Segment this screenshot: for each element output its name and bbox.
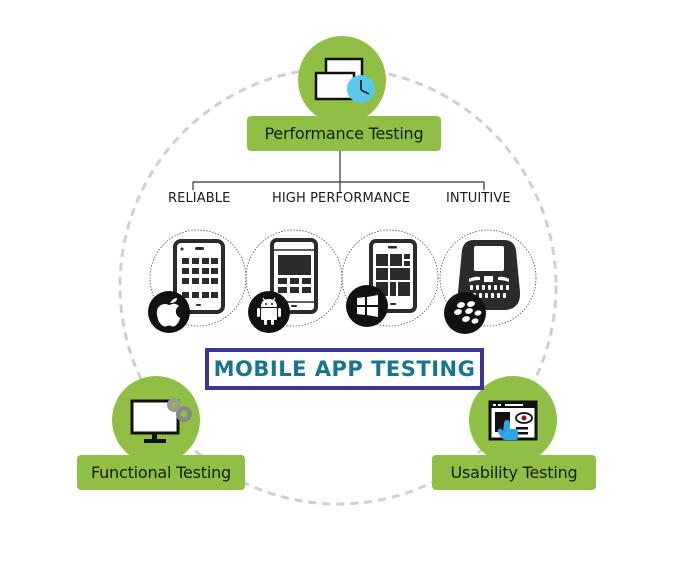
title-text: MOBILE APP TESTING [213,357,476,381]
mobile-app-testing-title: MOBILE APP TESTING [205,348,484,390]
platform-ring-blackberry [439,229,537,327]
windows-icon [346,285,388,327]
android-phone-icon [270,238,318,314]
browser-eye-touch-icon [488,400,538,441]
blackberry-icon [444,292,486,334]
usability-testing-label: Usability Testing [432,455,596,490]
iphone-icon [173,239,225,314]
performance-testing-label: Performance Testing [247,116,441,151]
monitor-gears-icon [130,398,192,443]
attribute-high-performance: HIGH PERFORMANCE [272,191,411,206]
attribute-connector [192,151,485,192]
blackberry-phone-icon [457,240,521,310]
platform-ring-windows [341,229,439,327]
functional-testing-label: Functional Testing [77,455,245,490]
android-icon [248,291,290,333]
devices-clock-icon [314,57,375,103]
attribute-intuitive: INTUITIVE [446,191,511,206]
apple-icon [148,291,190,333]
attribute-reliable: RELIABLE [168,191,231,206]
